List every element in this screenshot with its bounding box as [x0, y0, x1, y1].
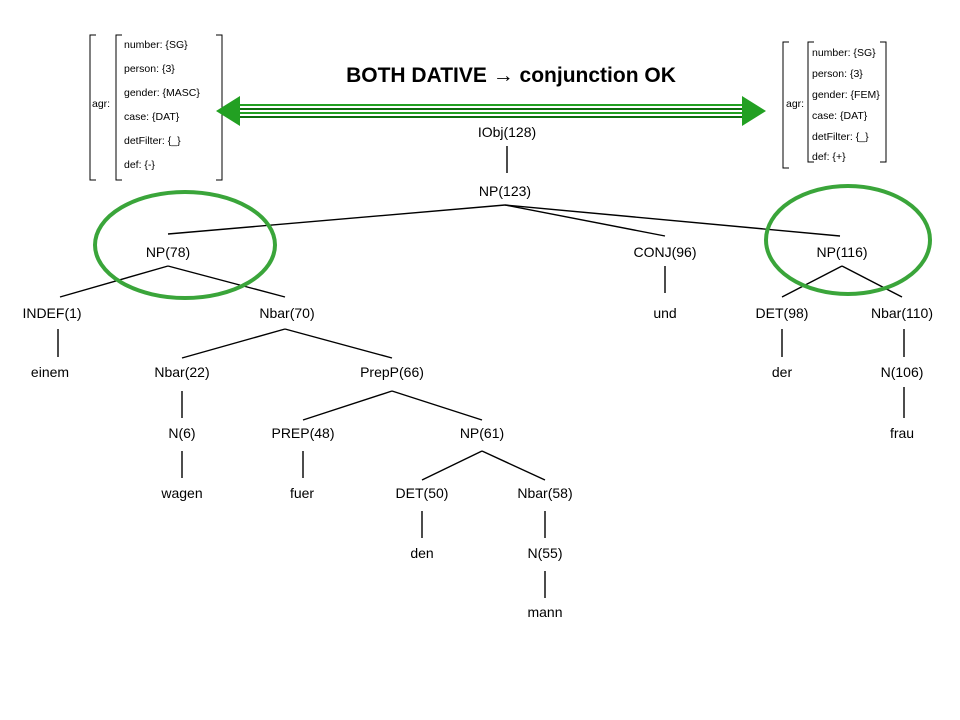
- right-inner-bracket-close: [880, 41, 887, 163]
- left-feature-case: case: {DAT}: [124, 111, 180, 123]
- double-arrow-icon: [216, 96, 766, 126]
- right-feature-case: case: {DAT}: [812, 110, 868, 122]
- node-indef-1: INDEF(1): [22, 305, 81, 321]
- node-fuer: fuer: [290, 485, 314, 501]
- node-n-6: N(6): [168, 425, 195, 441]
- node-conj-96: CONJ(96): [633, 244, 696, 260]
- node-np-116: NP(116): [816, 244, 867, 260]
- left-feature-person: person: {3}: [124, 63, 175, 75]
- right-agr-label: agr:: [786, 98, 804, 110]
- tree-nodes: IObj(128) NP(123) NP(78) CONJ(96) NP(116…: [22, 124, 933, 620]
- node-n-106: N(106): [881, 364, 924, 380]
- node-iobj-128: IObj(128): [478, 124, 536, 140]
- left-outer-bracket-open: [89, 34, 96, 181]
- right-outer-bracket-open: [782, 41, 789, 169]
- right-feature-number: number: {SG}: [812, 47, 876, 59]
- left-feature-gender: gender: {MASC}: [124, 87, 200, 99]
- left-feature-structure: agr: number: {SG} person: {3} gender: {M…: [89, 34, 223, 181]
- node-der: der: [772, 364, 793, 380]
- left-inner-bracket-close: [216, 34, 223, 181]
- node-mann: mann: [527, 604, 562, 620]
- node-np-123: NP(123): [479, 183, 531, 199]
- node-und: und: [653, 305, 676, 321]
- right-feature-def: def: {+}: [812, 151, 846, 163]
- highlight-circle-np78: [93, 190, 277, 300]
- node-nbar-22: Nbar(22): [154, 364, 209, 380]
- left-feature-detfilter: detFilter: {_}: [124, 135, 181, 147]
- right-feature-detfilter: detFilter: {_}: [812, 131, 869, 143]
- left-agr-label: agr:: [92, 98, 110, 110]
- node-det-98: DET(98): [756, 305, 809, 321]
- left-feature-def: def: {-}: [124, 159, 155, 171]
- node-prepp-66: PrepP(66): [360, 364, 424, 380]
- node-np-61: NP(61): [460, 425, 504, 441]
- node-nbar-58: Nbar(58): [517, 485, 572, 501]
- right-inner-bracket-open: [807, 41, 814, 163]
- node-nbar-70: Nbar(70): [259, 305, 314, 321]
- node-frau: frau: [890, 425, 914, 441]
- tree-edges: [57, 146, 905, 598]
- node-wagen: wagen: [160, 485, 202, 501]
- node-det-50: DET(50): [396, 485, 449, 501]
- headline: BOTH DATIVE → conjunction OK: [346, 64, 676, 87]
- right-feature-structure: agr: number: {SG} person: {3} gender: {F…: [782, 41, 887, 169]
- left-inner-bracket-open: [115, 34, 122, 181]
- node-prep-48: PREP(48): [271, 425, 334, 441]
- left-feature-number: number: {SG}: [124, 39, 188, 51]
- arrowhead-right-icon: [742, 96, 766, 126]
- node-np-78: NP(78): [146, 244, 190, 260]
- right-feature-gender: gender: {FEM}: [812, 89, 880, 101]
- node-einem: einem: [31, 364, 69, 380]
- node-nbar-110: Nbar(110): [871, 305, 933, 321]
- highlight-circle-np116: [764, 184, 932, 296]
- node-n-55: N(55): [527, 545, 562, 561]
- arrowhead-left-icon: [216, 96, 240, 126]
- right-feature-person: person: {3}: [812, 68, 863, 80]
- node-den: den: [410, 545, 433, 561]
